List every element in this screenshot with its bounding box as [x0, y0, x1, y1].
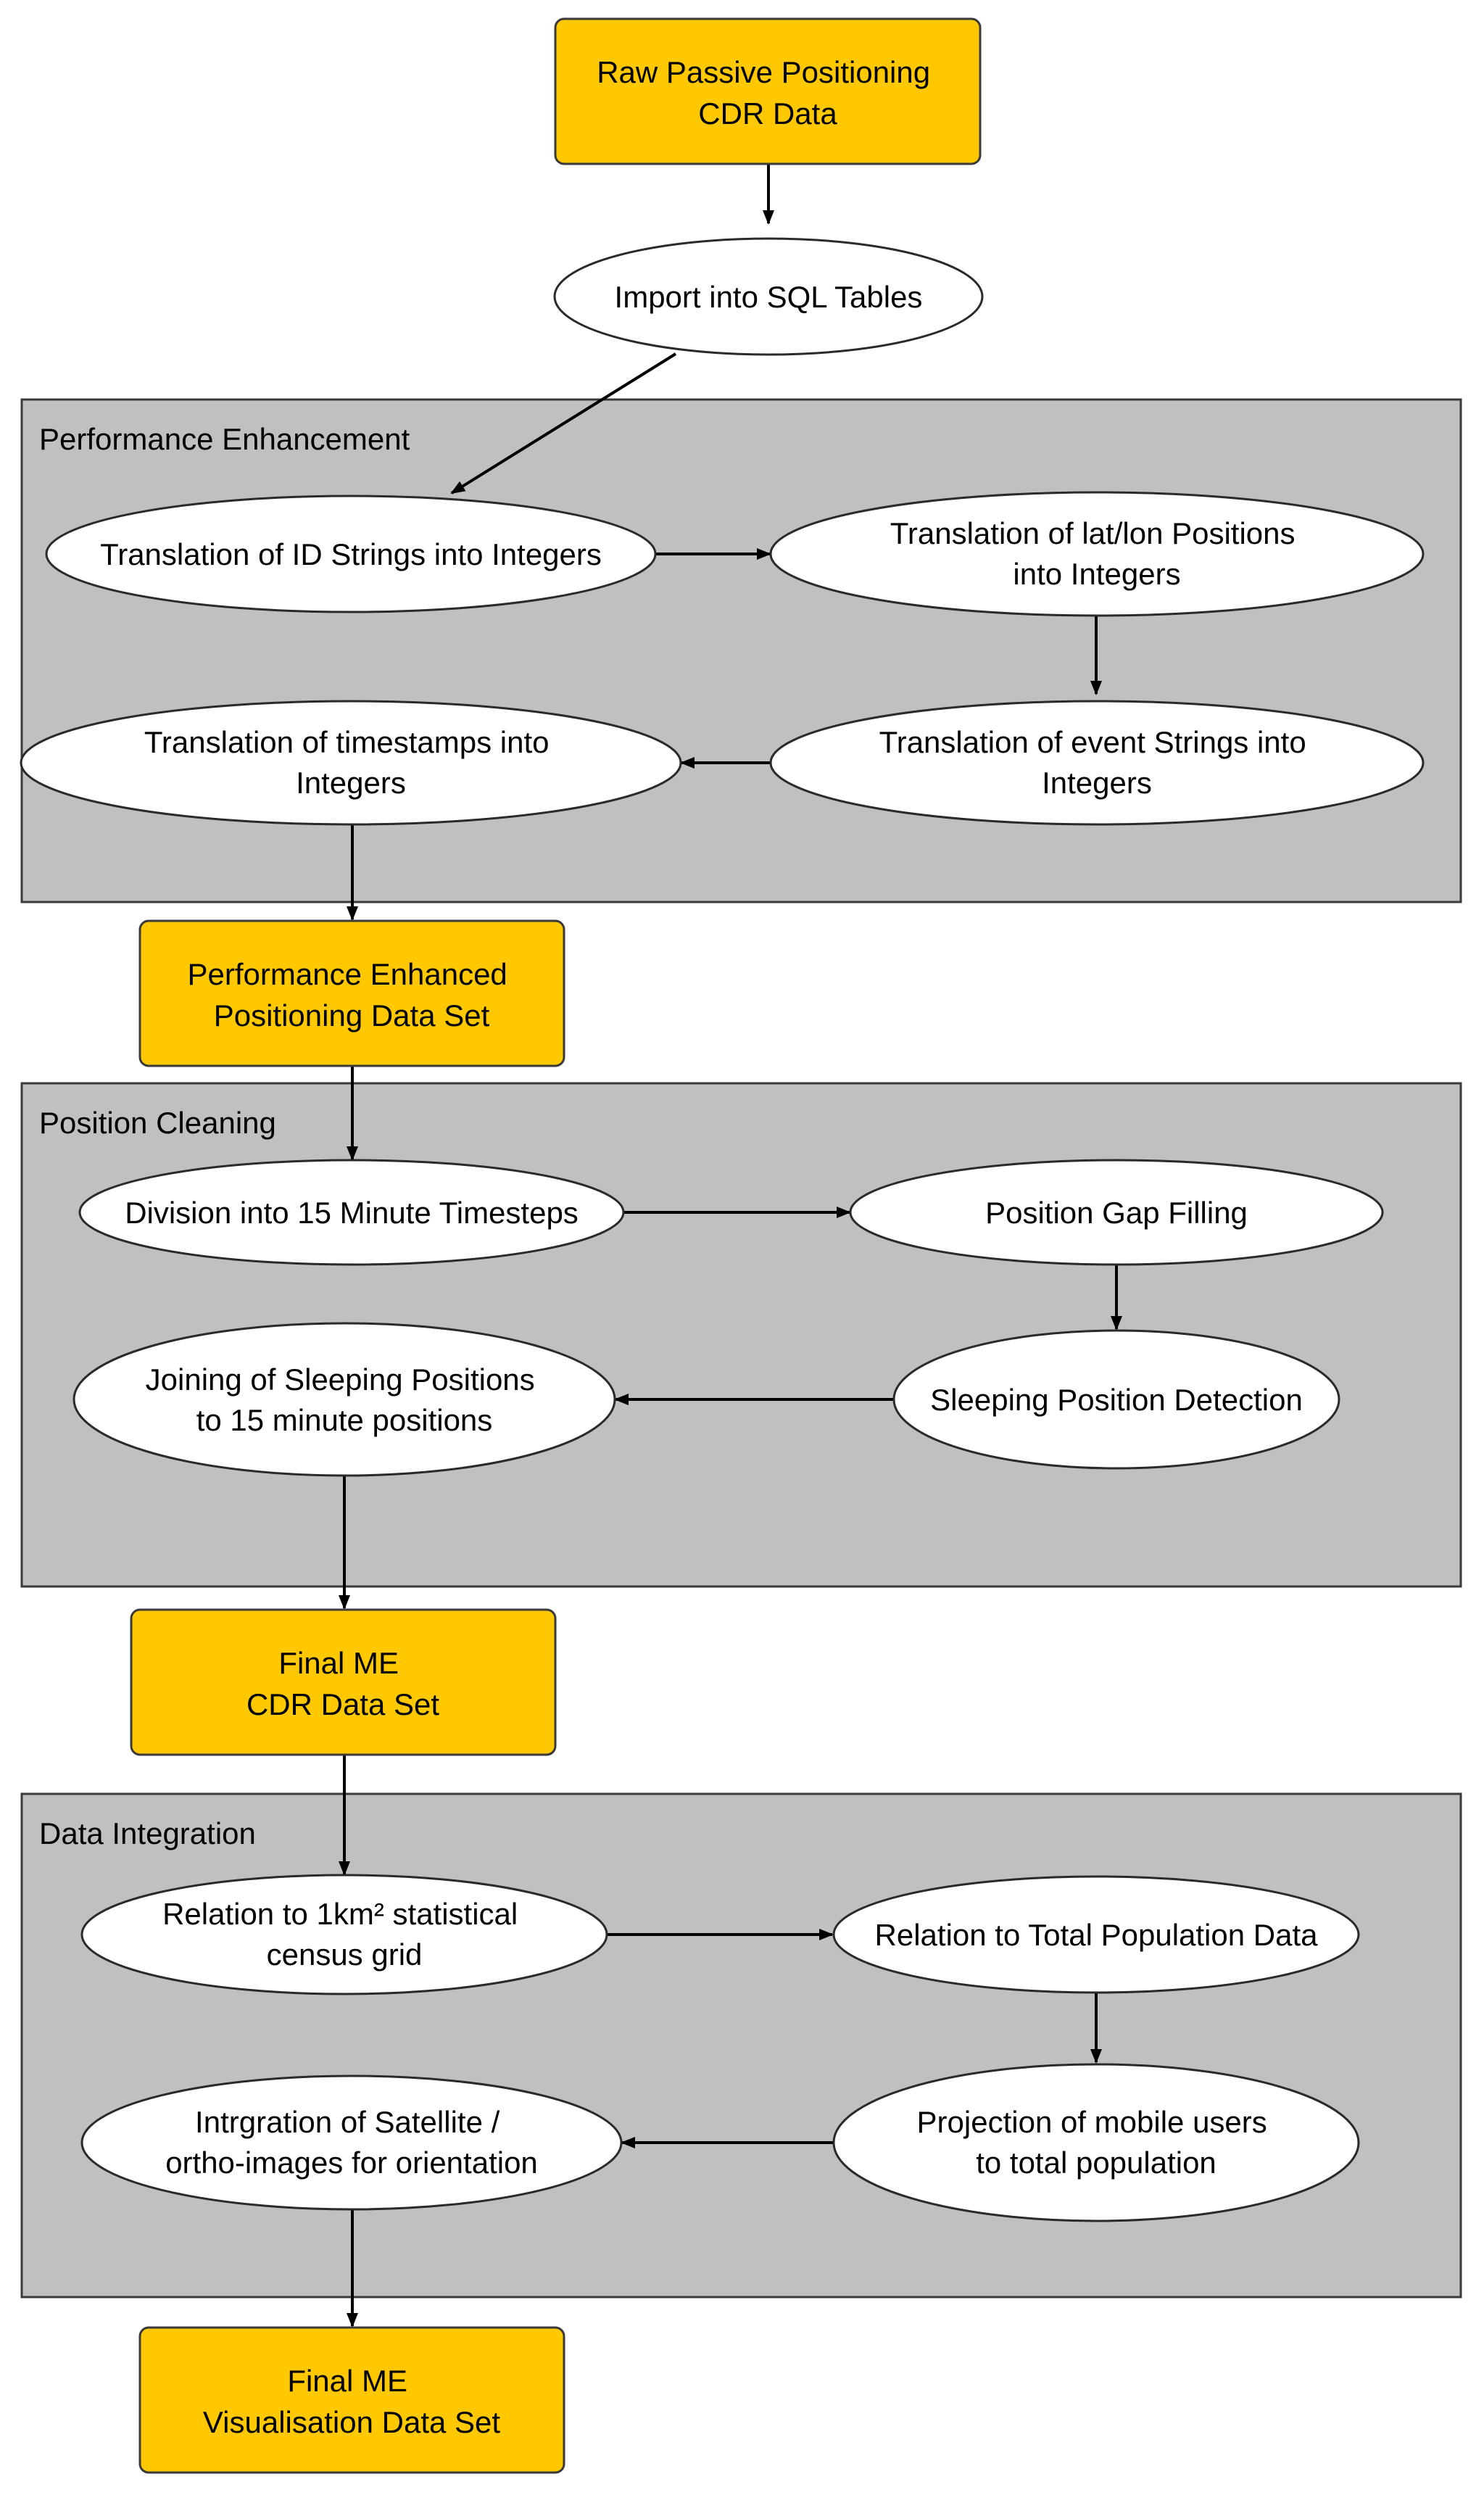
- data-box-enhanced-line-2: Positioning Data Set: [214, 998, 490, 1033]
- step-satellite-line-2: ortho-images for orientation: [165, 2146, 538, 2180]
- step-timestamps-line-2: Integers: [296, 766, 406, 800]
- step-projection: Projection of mobile users to total popu…: [832, 2063, 1360, 2222]
- step-division-line-1: Division into 15 Minute Timesteps: [125, 1196, 579, 1230]
- group-title-cleaning: Position Cleaning: [39, 1106, 276, 1140]
- data-box-final-cdr-line-2: CDR Data Set: [246, 1687, 439, 1721]
- step-sleeping-detection: Sleeping Position Detection: [892, 1329, 1340, 1470]
- svg-text:Final ME CDR Data Set: Final ME CDR Data Set: [246, 1646, 439, 1721]
- step-event-line-2: Integers: [1042, 766, 1152, 800]
- data-box-raw-line-1: Raw Passive Positioning: [597, 55, 930, 89]
- data-box-performance-enhanced: Performance Enhanced Positioning Data Se…: [138, 919, 565, 1067]
- step-event-line-1: Translation of event Strings into: [879, 725, 1306, 759]
- svg-text:Final ME Visualisation D: Final ME Visualisation Data Set: [203, 2364, 500, 2439]
- svg-text:Performance Enhanced Pos: Performance Enhanced Positioning Data Se…: [188, 957, 516, 1033]
- step-import-sql-line-1: Import into SQL Tables: [615, 280, 923, 314]
- data-box-enhanced-line-1: Performance Enhanced: [188, 957, 507, 991]
- step-satellite: Intrgration of Satellite / ortho-images …: [80, 2074, 623, 2211]
- step-import-sql: Import into SQL Tables: [553, 237, 984, 356]
- svg-text:Import into SQL Tables: Import into SQL Tables: [615, 280, 923, 314]
- step-id-strings: Translation of ID Strings into Integers: [45, 495, 657, 613]
- data-box-final-cdr-line-1: Final ME: [278, 1646, 399, 1680]
- step-latlon-line-1: Translation of lat/lon Positions: [890, 516, 1296, 550]
- step-total-population: Relation to Total Population Data: [832, 1875, 1360, 1994]
- step-projection-line-1: Projection of mobile users: [917, 2105, 1267, 2139]
- step-event-strings: Translation of event Strings into Intege…: [769, 700, 1425, 826]
- step-timestamps: Translation of timestamps into Integers: [20, 700, 682, 826]
- svg-text:Translation of lat/lon Positio: Translation of lat/lon Positions into In…: [890, 516, 1303, 591]
- group-title-integration: Data Integration: [39, 1816, 256, 1850]
- data-box-final-vis-line-1: Final ME: [287, 2364, 407, 2398]
- svg-text:Relation to 1km² statistical: Relation to 1km² statistical census grid: [162, 1897, 526, 1972]
- svg-text:Joining of Sleeping Positions: Joining of Sleeping Positions to 15 minu…: [146, 1362, 544, 1437]
- data-box-final-vis-line-2: Visualisation Data Set: [203, 2405, 500, 2439]
- step-joining-line-2: to 15 minute positions: [196, 1403, 493, 1437]
- data-box-final-visualisation: Final ME Visualisation Data Set: [138, 2326, 565, 2474]
- data-box-raw-line-2: CDR Data: [698, 96, 837, 131]
- svg-text:Translation of event Strings i: Translation of event Strings into Intege…: [879, 725, 1315, 800]
- svg-text:Translation of timestamps into: Translation of timestamps into Integers: [144, 725, 557, 800]
- step-division: Division into 15 Minute Timesteps: [78, 1159, 625, 1266]
- step-latlon: Translation of lat/lon Positions into In…: [769, 491, 1425, 617]
- connectors: [339, 164, 1122, 2328]
- data-box-raw-cdr: Raw Passive Positioning CDR Data: [554, 17, 982, 165]
- svg-text:Intrgration of Satellite /: Intrgration of Satellite / ortho-images …: [165, 2105, 538, 2180]
- svg-text:Sleeping Position Detection: Sleeping Position Detection: [930, 1383, 1303, 1417]
- step-projection-line-2: to total population: [976, 2146, 1216, 2180]
- step-census-grid: Relation to 1km² statistical census grid: [80, 1874, 608, 1995]
- step-total-pop-line-1: Relation to Total Population Data: [875, 1918, 1319, 1952]
- step-satellite-line-1: Intrgration of Satellite /: [195, 2105, 500, 2139]
- step-census-line-1: Relation to 1km² statistical: [162, 1897, 518, 1931]
- group-performance-enhancement: Performance Enhancement: [20, 398, 1462, 903]
- step-gap-filling-line-1: Position Gap Filling: [985, 1196, 1248, 1230]
- step-census-line-2: census grid: [267, 1937, 423, 1972]
- arrow-import-to-id: [450, 352, 677, 495]
- svg-text:Raw Passive Positioning: Raw Passive Positioning CDR Data: [597, 55, 939, 131]
- data-box-final-cdr: Final ME CDR Data Set: [130, 1608, 557, 1756]
- step-joining: Joining of Sleeping Positions to 15 minu…: [72, 1322, 616, 1477]
- svg-text:Projection of mobile users: Projection of mobile users to total popu…: [917, 2105, 1276, 2180]
- group-data-integration: Data Integration: [20, 1792, 1462, 2299]
- svg-text:Relation to Total Population D: Relation to Total Population Data: [875, 1918, 1319, 1952]
- step-latlon-line-2: into Integers: [1013, 557, 1180, 591]
- group-title-performance: Performance Enhancement: [39, 422, 410, 456]
- svg-text:Position Gap Filling: Position Gap Filling: [985, 1196, 1248, 1230]
- step-sleeping-line-1: Sleeping Position Detection: [930, 1383, 1303, 1417]
- step-gap-filling: Position Gap Filling: [849, 1159, 1384, 1266]
- step-joining-line-1: Joining of Sleeping Positions: [146, 1362, 535, 1397]
- step-timestamps-line-1: Translation of timestamps into: [144, 725, 550, 759]
- svg-text:Translation of ID Strings into: Translation of ID Strings into Integers: [100, 537, 602, 571]
- svg-text:Division into 15 Minute Timest: Division into 15 Minute Timesteps: [125, 1196, 579, 1230]
- step-id-strings-line-1: Translation of ID Strings into Integers: [100, 537, 602, 571]
